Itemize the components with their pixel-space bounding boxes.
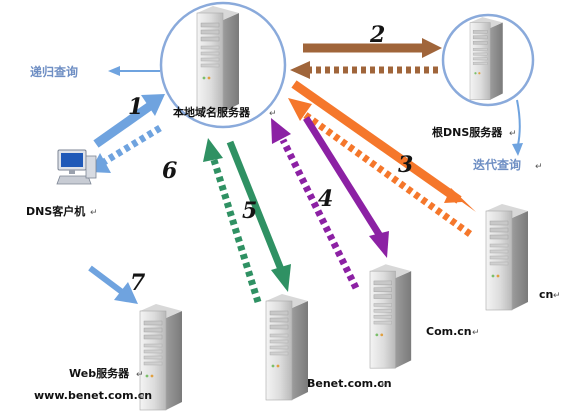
root-server-label: 根DNS服务器 xyxy=(432,125,503,139)
arrow-2-reply-root xyxy=(290,61,438,79)
local-server-mark: ↵ xyxy=(269,109,277,119)
arrow-iterative xyxy=(512,99,523,156)
root-server-mark: ↵ xyxy=(509,129,517,139)
arrow-4-reply-comcn xyxy=(271,118,360,290)
dns-client-label: DNS客户机 xyxy=(26,204,85,218)
dns-client-computer-icon xyxy=(56,149,97,185)
benet-server-label: Benet.com.cn xyxy=(307,377,392,390)
cn-server-mark: ↵ xyxy=(553,291,561,301)
local-server-label: 本地域名服务器 xyxy=(173,105,251,119)
web-domain-mark: ↵ xyxy=(138,392,146,402)
step-6-number: 6 xyxy=(162,158,177,184)
arrow-recursive xyxy=(108,66,160,76)
com-cn-server-label: Com.cn xyxy=(426,325,472,338)
step-1-number: 1 xyxy=(128,94,143,120)
benet-server-mark: ↵ xyxy=(381,380,389,390)
recursive-query-label: 递归查询 xyxy=(30,64,78,79)
cn-server-label: cn xyxy=(539,288,553,301)
arrow-5-query-benet xyxy=(226,140,291,292)
arrow-5-reply-benet xyxy=(203,138,262,304)
root-server-ring xyxy=(441,13,535,107)
step-4-number: 4 xyxy=(318,186,333,212)
cn-server-icon xyxy=(485,203,529,311)
web-server-mark: ↵ xyxy=(136,370,144,380)
web-domain-label: www.benet.com.cn xyxy=(34,389,152,402)
iterative-query-label: 迭代查询 xyxy=(473,157,521,172)
arrow-2-query-root xyxy=(303,38,442,58)
step-5-number: 5 xyxy=(242,198,257,224)
com-cn-server-icon xyxy=(369,263,412,369)
arrow-7-client-web xyxy=(88,265,138,304)
web-server-label: Web服务器 xyxy=(69,366,130,380)
step-7-number: 7 xyxy=(130,270,146,296)
iterative-query-mark: ↵ xyxy=(535,162,543,172)
arrow-1-client-query xyxy=(93,94,165,148)
local-dns-server-icon xyxy=(196,5,240,113)
local-server-ring xyxy=(159,1,287,129)
root-dns-server-icon xyxy=(469,16,504,101)
arrow-6-client-answer xyxy=(90,125,162,173)
step-2-number: 2 xyxy=(369,22,385,48)
dns-client-mark: ↵ xyxy=(90,208,98,218)
benet-server-icon xyxy=(265,293,309,401)
arrow-3-query-cn xyxy=(291,80,476,212)
com-cn-server-mark: ↵ xyxy=(472,328,480,338)
arrow-4-query-comcn xyxy=(303,116,389,258)
arrow-3-reply-cn xyxy=(288,98,473,237)
step-3-number: 3 xyxy=(398,152,413,178)
